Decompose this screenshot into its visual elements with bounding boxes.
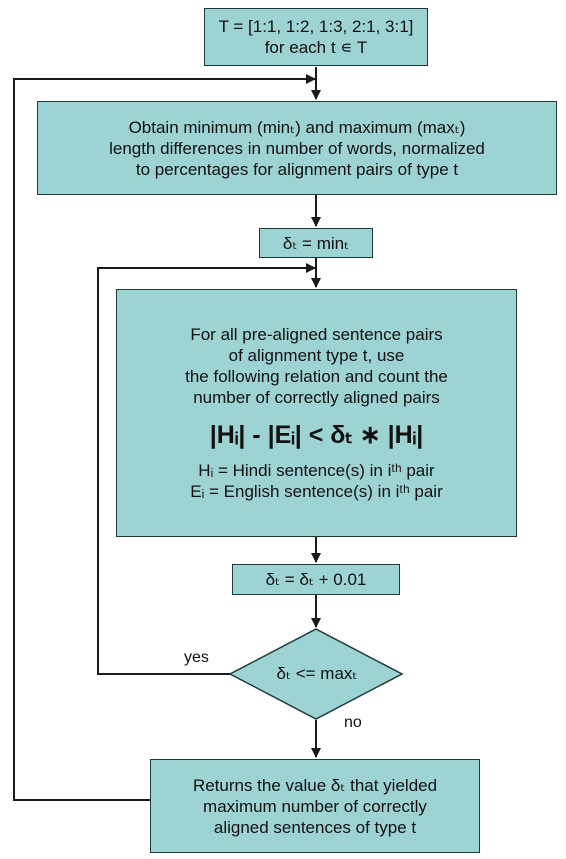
- edge-decision-yes-loop: [97, 263, 316, 675]
- decision-diamond: [228, 628, 404, 720]
- edge-label-yes: yes: [184, 649, 209, 666]
- init-box: T = [1:1, 1:2, 1:3, 2:1, 3:1] for each t…: [204, 8, 428, 66]
- obtain-line: Obtain minimum (minₜ) and maximum (maxₜ): [128, 117, 466, 137]
- obtain-line: to percentages for alignment pairs of ty…: [135, 159, 459, 179]
- process-box: For all pre-aligned sentence pairs of al…: [116, 289, 517, 537]
- decision-text: δₜ <= maxₜ: [276, 664, 358, 683]
- init-line: for each t ∊ T: [264, 38, 368, 57]
- process-definition: Hᵢ = Hindi sentence(s) in iᵗʰ pair: [198, 461, 435, 480]
- result-line: aligned sentences of type t: [213, 817, 417, 837]
- process-line: of alignment type t, use: [228, 346, 405, 365]
- increment-box: δₜ = δₜ + 0.01: [232, 564, 400, 595]
- result-line: Returns the value δₜ that yielded: [192, 775, 438, 795]
- edge-loop-result-to-obtain: [13, 74, 316, 801]
- set-delta-text: δₜ = minₜ: [282, 233, 350, 253]
- obtain-line: length differences in number of words, n…: [109, 138, 485, 158]
- init-line: T = [1:1, 1:2, 1:3, 2:1, 3:1]: [218, 17, 414, 36]
- relation-formula: |Hᵢ| - |Eᵢ| < δₜ ∗ |Hᵢ|: [209, 421, 424, 449]
- process-line: the following relation and count the: [185, 367, 448, 386]
- result-line: maximum number of correctly: [203, 796, 427, 816]
- obtain-box: Obtain minimum (minₜ) and maximum (maxₜ)…: [37, 101, 557, 195]
- increment-text: δₜ = δₜ + 0.01: [265, 570, 367, 589]
- process-line: number of correctly aligned pairs: [193, 388, 440, 407]
- process-line: For all pre-aligned sentence pairs: [190, 325, 443, 344]
- process-definition: Eᵢ = English sentence(s) in iᵗʰ pair: [190, 482, 443, 501]
- set-delta-box: δₜ = minₜ: [259, 228, 373, 258]
- result-box: Returns the value δₜ that yielded maximu…: [150, 759, 480, 853]
- edge-label-no: no: [344, 714, 362, 731]
